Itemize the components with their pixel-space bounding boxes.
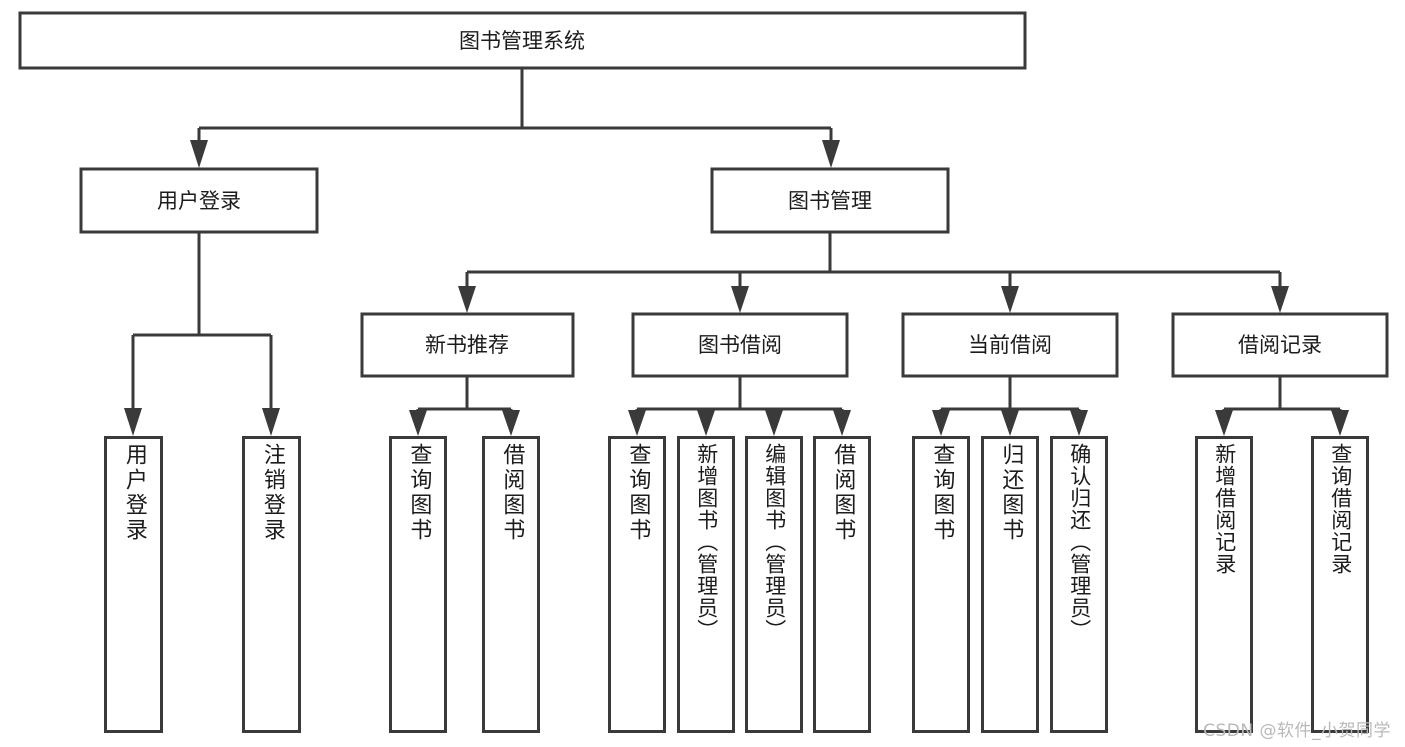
connector-new-book-to-leaves xyxy=(409,376,520,436)
connector-user-login-to-leaves xyxy=(124,232,280,436)
new-book-recommend-label: 新书推荐 xyxy=(425,333,509,357)
root-label: 图书管理系统 xyxy=(459,29,585,53)
node-user-login[interactable]: 用户登录 xyxy=(79,167,319,234)
current-borrow-label: 当前借阅 xyxy=(968,333,1052,357)
arrow-to-leaf-user-login xyxy=(124,408,142,436)
root-box xyxy=(18,11,1027,70)
leaf-bb-borrow-book-label: 借阅图书 xyxy=(830,443,856,543)
arrow-to-leaf-logout xyxy=(262,408,280,436)
arrow-cb-leaf-1 xyxy=(932,410,950,436)
leaf-br-add-record-label: 新增借阅记录 xyxy=(1212,443,1237,575)
leaf-nb-query-book[interactable]: 查询图书 xyxy=(389,436,447,733)
user-login-label: 用户登录 xyxy=(157,189,241,213)
leaf-cb-query-book[interactable]: 查询图书 xyxy=(912,436,970,733)
arrow-cb-leaf-2 xyxy=(1001,410,1019,436)
node-new-book-recommend[interactable]: 新书推荐 xyxy=(360,312,575,378)
leaf-bb-add-book[interactable]: 新增图书（管理员） xyxy=(677,436,735,733)
new-book-recommend-box xyxy=(360,312,575,378)
arrow-bb-leaf-4 xyxy=(833,410,851,436)
arrow-to-borrow-record xyxy=(1271,286,1289,313)
arrow-bb-leaf-3 xyxy=(765,410,783,436)
arrow-br-leaf-1 xyxy=(1215,410,1233,436)
leaf-bb-edit-book-label: 编辑图书（管理员） xyxy=(762,443,787,641)
leaf-bb-borrow-book[interactable]: 借阅图书 xyxy=(813,436,871,733)
arrow-to-current-borrow xyxy=(1001,286,1019,313)
borrow-record-label: 借阅记录 xyxy=(1238,333,1322,357)
node-root[interactable]: 图书管理系统 xyxy=(18,11,1027,70)
arrow-bb-leaf-2 xyxy=(697,410,715,436)
connector-book-manage-to-level2 xyxy=(458,232,1289,313)
leaf-user-login[interactable]: 用户登录 xyxy=(104,436,163,733)
current-borrow-box xyxy=(901,312,1119,378)
leaf-nb-query-book-label: 查询图书 xyxy=(406,443,432,543)
leaf-bb-edit-book[interactable]: 编辑图书（管理员） xyxy=(745,436,803,733)
arrow-br-leaf-2 xyxy=(1331,410,1349,436)
node-book-manage[interactable]: 图书管理 xyxy=(710,167,950,234)
arrow-to-book-borrow xyxy=(731,286,749,313)
leaf-br-query-record[interactable]: 查询借阅记录 xyxy=(1311,436,1369,733)
leaf-cb-query-book-label: 查询图书 xyxy=(929,443,955,543)
connector-borrow-record-to-leaves xyxy=(1215,376,1349,436)
arrow-to-user-login xyxy=(190,140,208,168)
leaf-cb-return-book[interactable]: 归还图书 xyxy=(981,436,1039,733)
node-book-borrow[interactable]: 图书借阅 xyxy=(631,312,849,378)
leaf-br-query-record-label: 查询借阅记录 xyxy=(1328,443,1353,575)
connector-current-borrow-to-leaves xyxy=(932,376,1088,436)
leaf-bb-query-book[interactable]: 查询图书 xyxy=(608,436,666,733)
connector-book-borrow-to-leaves xyxy=(628,376,851,436)
arrow-nb-leaf-2 xyxy=(502,410,520,436)
arrow-cb-leaf-3 xyxy=(1070,410,1088,436)
book-borrow-label: 图书借阅 xyxy=(698,333,782,357)
leaf-logout-label: 注销登录 xyxy=(259,443,285,543)
connector-root-to-level1 xyxy=(190,68,840,168)
leaf-br-add-record[interactable]: 新增借阅记录 xyxy=(1195,436,1253,733)
leaf-bb-add-book-label: 新增图书（管理员） xyxy=(694,443,719,641)
node-current-borrow[interactable]: 当前借阅 xyxy=(901,312,1119,378)
leaf-nb-borrow-book-label: 借阅图书 xyxy=(499,443,525,543)
leaf-user-login-label: 用户登录 xyxy=(121,443,147,543)
arrow-nb-leaf-1 xyxy=(409,410,427,436)
leaf-cb-confirm-return-label: 确认归还（管理员） xyxy=(1067,443,1092,641)
leaf-logout[interactable]: 注销登录 xyxy=(242,436,301,733)
leaf-bb-query-book-label: 查询图书 xyxy=(625,443,651,543)
leaf-nb-borrow-book[interactable]: 借阅图书 xyxy=(482,436,540,733)
arrow-bb-leaf-1 xyxy=(628,410,646,436)
leaf-cb-return-book-label: 归还图书 xyxy=(998,443,1024,543)
book-manage-label: 图书管理 xyxy=(788,189,872,213)
arrow-to-new-book xyxy=(458,286,476,313)
node-borrow-record[interactable]: 借阅记录 xyxy=(1171,312,1389,378)
arrow-to-book-manage xyxy=(822,140,840,168)
book-borrow-box xyxy=(631,312,849,378)
leaf-cb-confirm-return[interactable]: 确认归还（管理员） xyxy=(1050,436,1108,733)
